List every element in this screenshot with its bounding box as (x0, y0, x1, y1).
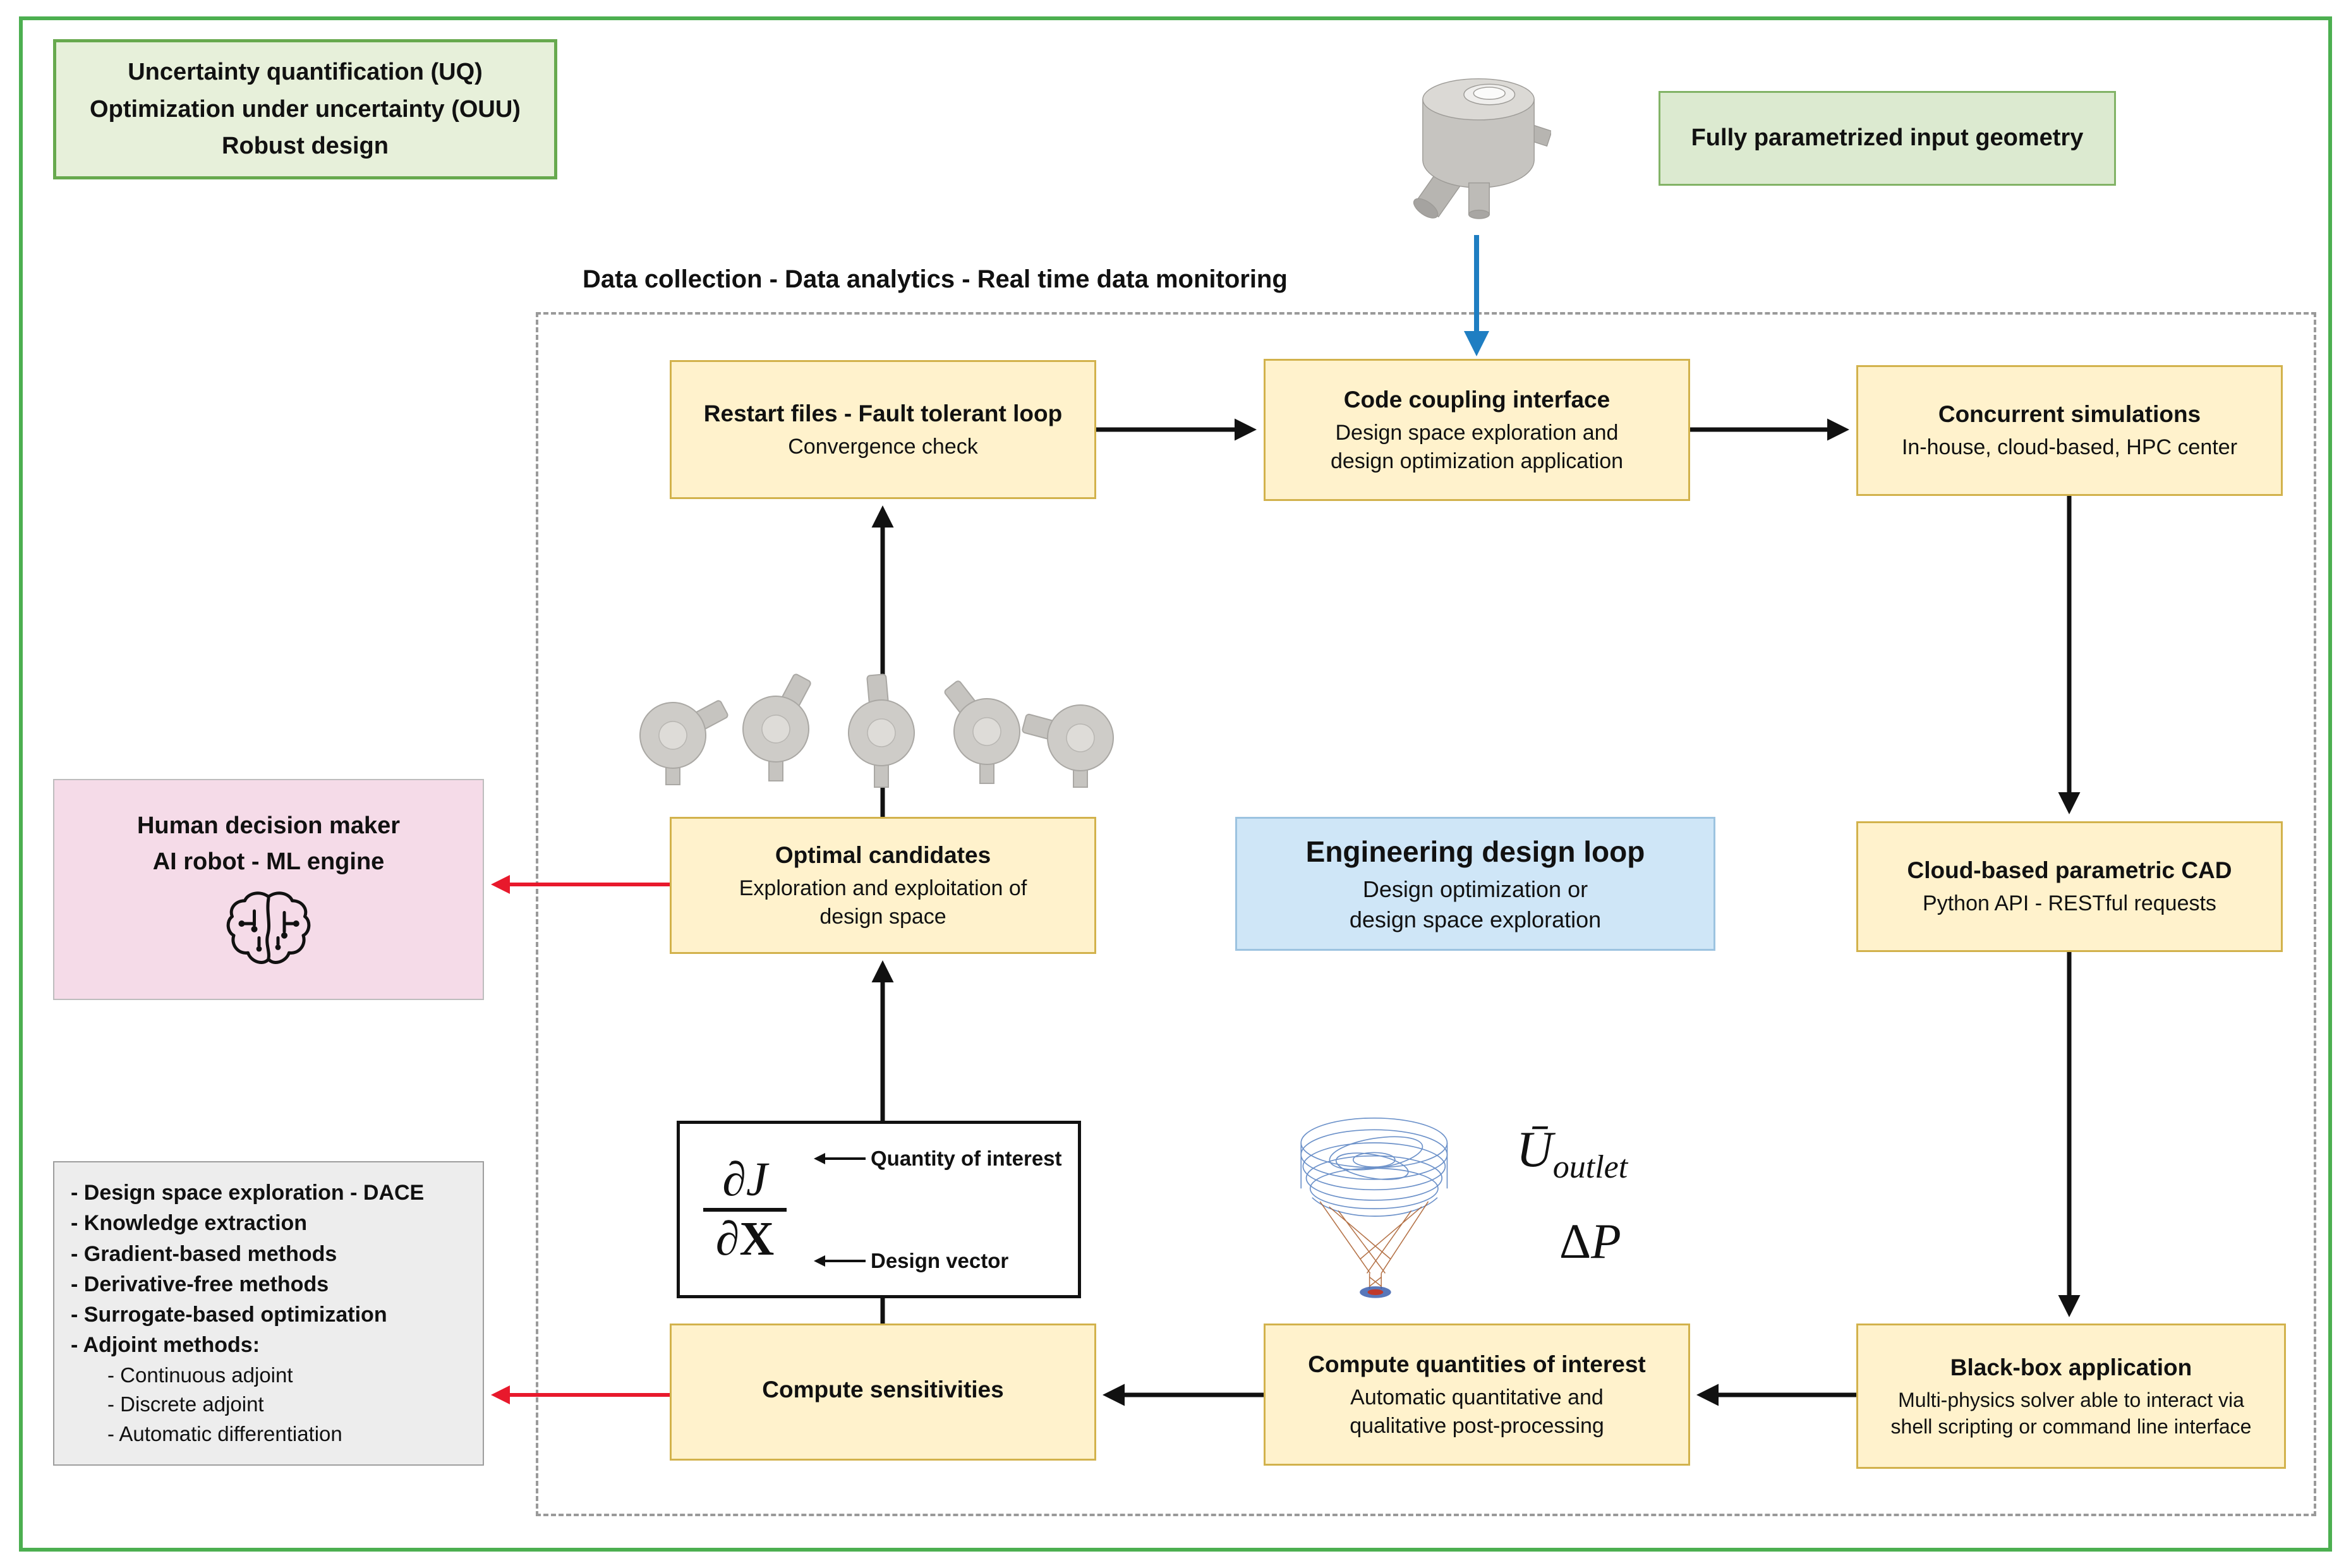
node-optimal-candidates: Optimal candidates Exploration and explo… (670, 817, 1096, 954)
method-item: - Surrogate-based optimization (71, 1303, 387, 1327)
outer-green-border (19, 16, 2332, 1552)
node-parametric-cad: Cloud-based parametric CAD Python API - … (1856, 821, 2283, 952)
method-item: - Adjoint methods: (71, 1333, 260, 1358)
human-decision-box: Human decision maker AI robot - ML engin… (53, 779, 484, 1000)
node-title: Restart files - Fault tolerant loop (703, 400, 1063, 426)
design-vector-symbol: X (739, 1212, 775, 1265)
pressure-symbol: P (1591, 1214, 1621, 1269)
sensitivity-formula-box: ∂J ∂X Quantity of interest Design vector (677, 1121, 1081, 1298)
formula-labels: Quantity of interest Design vector (813, 1147, 1067, 1273)
node-subtitle: Multi-physics solver able to interact vi… (1890, 1388, 2252, 1438)
node-title: Compute sensitivities (762, 1377, 1004, 1403)
node-title: Code coupling interface (1343, 386, 1611, 413)
human-decision-text: Human decision maker AI robot - ML engin… (136, 812, 401, 875)
node-concurrent-simulations: Concurrent simulations In-house, cloud-b… (1856, 365, 2283, 496)
node-code-coupling: Code coupling interface Design space exp… (1264, 359, 1690, 501)
node-subtitle: Python API - RESTful requests (1923, 891, 2216, 916)
methods-box: - Design space exploration - DACE - Know… (53, 1161, 484, 1466)
node-restart-files: Restart files - Fault tolerant loop Conv… (670, 360, 1096, 499)
node-compute-sensitivities: Compute sensitivities (670, 1324, 1096, 1461)
ai-brain-icon (226, 891, 311, 964)
node-title: Black-box application (1950, 1354, 2192, 1380)
node-title: Engineering design loop (1305, 835, 1645, 868)
candidate-geometries-icons (627, 668, 1121, 788)
node-subtitle: Automatic quantitative and qualitative p… (1350, 1385, 1604, 1438)
qoi-pointer-label: Quantity of interest (871, 1146, 1062, 1170)
formula-numerator: ∂J (722, 1152, 768, 1206)
input-geometry-label: Fully parametrized input geometry (1691, 124, 2084, 152)
node-blackbox-application: Black-box application Multi-physics solv… (1856, 1324, 2286, 1469)
node-subtitle: Design optimization or design space expl… (1349, 876, 1602, 932)
data-collection-region (536, 312, 2316, 1516)
node-title: Compute quantities of interest (1308, 1351, 1646, 1377)
u-outlet-subscript: outlet (1552, 1149, 1628, 1185)
fraction-bar (703, 1207, 787, 1212)
node-compute-qoi: Compute quantities of interest Automatic… (1264, 1324, 1690, 1466)
node-title: Concurrent simulations (1938, 401, 2201, 428)
uq-box: Uncertainty quantification (UQ) Optimiza… (53, 39, 557, 179)
method-item: - Derivative-free methods (71, 1272, 329, 1296)
design-vector-pointer-label: Design vector (871, 1248, 1009, 1272)
method-item: - Knowledge extraction (71, 1211, 308, 1236)
method-subitem: - Discrete adjoint (107, 1392, 264, 1416)
delta-symbol: Δ (1559, 1214, 1592, 1269)
input-geometry-icon (1413, 78, 1551, 219)
partial-symbol: ∂ (715, 1212, 740, 1265)
u-outlet-annotation: Ūoutlet (1516, 1121, 1628, 1186)
delta-p-annotation: ΔP (1559, 1213, 1621, 1270)
node-title: Cloud-based parametric CAD (1907, 857, 2232, 884)
left-arrow-icon (814, 1255, 866, 1267)
qoi-pointer-row: Quantity of interest (813, 1147, 1067, 1171)
node-subtitle: Design space exploration and design opti… (1330, 420, 1624, 473)
u-bar-symbol: Ū (1516, 1122, 1553, 1178)
method-subitem: - Continuous adjoint (107, 1363, 293, 1387)
node-title: Optimal candidates (775, 841, 991, 868)
method-item: - Design space exploration - DACE (71, 1181, 425, 1205)
dj-dx-fraction: ∂J ∂X (691, 1152, 799, 1265)
node-engineering-design-loop: Engineering design loop Design optimizat… (1235, 817, 1715, 951)
method-item: - Gradient-based methods (71, 1241, 337, 1266)
formula-denominator: ∂X (716, 1214, 774, 1265)
design-vector-pointer-row: Design vector (813, 1249, 1067, 1273)
node-subtitle: Exploration and exploitation of design s… (739, 876, 1027, 929)
uq-box-text: Uncertainty quantification (UQ) Optimiza… (90, 58, 521, 160)
method-subitem: - Automatic differentiation (107, 1422, 342, 1446)
node-subtitle: Convergence check (788, 434, 978, 459)
node-subtitle: In-house, cloud-based, HPC center (1901, 435, 2238, 460)
input-geometry-box: Fully parametrized input geometry (1659, 91, 2116, 186)
data-collection-label: Data collection - Data analytics - Real … (583, 265, 1288, 293)
left-arrow-icon (814, 1152, 866, 1164)
cfd-mesh-visualization (1300, 1117, 1448, 1298)
